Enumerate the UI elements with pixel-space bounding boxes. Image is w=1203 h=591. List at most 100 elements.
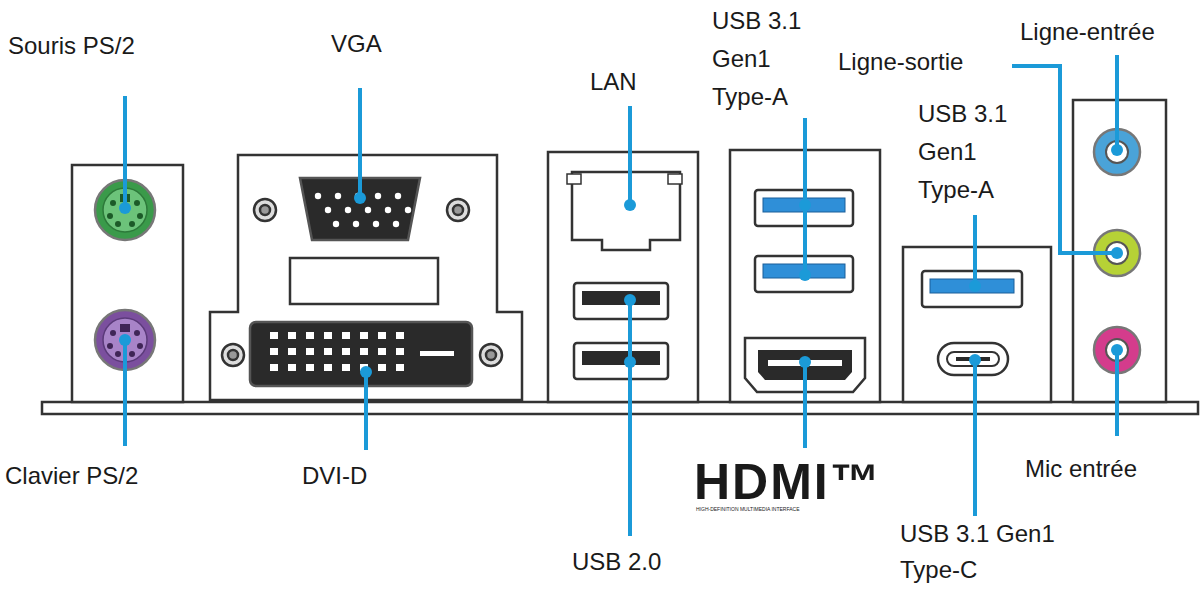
dvi-pins-part [396,348,404,355]
ps2-ports-part [72,165,183,402]
leader-dots-part [969,354,981,366]
vga-pins-part [333,221,339,227]
dvi-pins [270,332,404,371]
vga-pins-part [353,221,359,227]
dvi-pins-part [270,348,278,355]
dvi-pins-part [324,348,332,355]
leader-dots-part [624,199,636,211]
lan-usb2-ports-part [574,283,668,319]
ps2-ports-part-part [120,324,130,332]
vga-pins-part [325,207,331,213]
leader-dots-part [119,334,131,346]
video-ports-part [228,350,238,360]
vga-pins-part [405,207,411,213]
vga-pins-part [375,193,381,199]
ps2-ports-part-part [115,221,121,227]
leader-lines-part [123,340,127,446]
dvi-pins-part [288,332,296,339]
panel-plate [42,402,1198,414]
dvi-pins-part [270,332,278,339]
lan-usb2-ports [548,152,698,402]
leader-dots-part [1111,344,1123,356]
port-label: USB 3.1 Gen1 Type-A [918,95,1018,209]
usb3-typec-ports-part [922,271,1022,307]
dvi-pins-part [360,332,368,339]
leader-dots-part [354,192,366,204]
lan-usb2-ports-part [572,172,680,250]
ps2-ports-part-part [115,351,121,357]
dvi-pins-part [306,332,314,339]
vga-pins-part [315,193,321,199]
port-label: LAN [590,68,637,97]
usb3-typec-ports-part [930,279,1014,293]
leader-lines-part [973,360,977,516]
dvi-pins-part [342,332,350,339]
port-label: USB 2.0 [572,548,661,577]
video-ports-part [254,199,276,221]
leader-line [628,300,632,362]
port-label: Souris PS/2 [8,32,135,61]
ps2-ports-part-part [107,213,113,219]
dvi-pins-part [270,364,278,371]
usb3-typec-ports-part [947,352,999,366]
dvi-pins-part [378,332,386,339]
leader-lines-part [358,88,362,198]
leader-lines-part [123,96,127,208]
leader-line [803,205,807,275]
vga-pins [315,193,411,227]
leader-dots-part [1111,144,1123,156]
port-label: USB 3.1 Gen1 Type-A [712,2,812,116]
lan-usb2-ports-part [574,343,668,379]
leader-lines-part [1012,66,1117,253]
video-ports [210,155,522,400]
lan-usb2-ports-part [567,174,581,184]
audio-jacks-part [1106,141,1128,163]
vga-pins-part [393,221,399,227]
port-label: Ligne-sortie [838,48,963,77]
dvi-pins-part [378,348,386,355]
video-ports-part [260,205,270,215]
video-ports-part [222,344,244,366]
lan-usb2-ports-part [668,174,682,184]
lan-usb2-ports-part [582,291,660,305]
port-label: Ligne-entrée [1020,18,1155,47]
video-ports-part [447,199,469,221]
video-ports-part [480,344,502,366]
vga-pins-part [345,207,351,213]
leader-lines-part [628,300,632,536]
ps2-ports-part-part [129,351,135,357]
video-ports-part [486,350,496,360]
ps2-ports-part-part [110,200,116,206]
dvi-pins-part [360,348,368,355]
dvi-pins-part [378,364,386,371]
port-label: HIGH-DEFINITION MULTIMEDIA INTERFACE [696,506,896,512]
leader-lines-part [803,362,807,448]
dvi-pins-part [342,348,350,355]
vga-pins-part [365,207,371,213]
leader-dots-part [969,280,981,292]
ps2-ports-part-part [137,343,143,349]
dvi-pins-part [324,364,332,371]
leader-lines [125,55,1117,536]
video-ports-part [420,351,454,356]
ps2-ports-part-part [134,200,140,206]
ps2-ports-part-part [137,213,143,219]
vga-pins-part [335,193,341,199]
leader-lines-part [364,372,368,450]
video-ports-part [453,205,463,215]
port-label: VGA [331,30,382,59]
leader-lines-part [1115,55,1119,150]
video-ports-part [210,155,522,400]
ps2-ports-part-part [134,330,140,336]
video-ports-part [290,258,438,304]
leader-dots-part [799,356,811,368]
dvi-pins-part [396,364,404,371]
vga-pins-part [395,193,401,199]
hdmi-logo: HDMI™ [694,452,882,512]
dvi-pins-part [342,364,350,371]
port-label: DVI-D [302,462,367,491]
leader-lines-part [803,118,807,205]
port-label: Mic entrée [1025,455,1137,484]
ps2-ports [72,165,183,402]
